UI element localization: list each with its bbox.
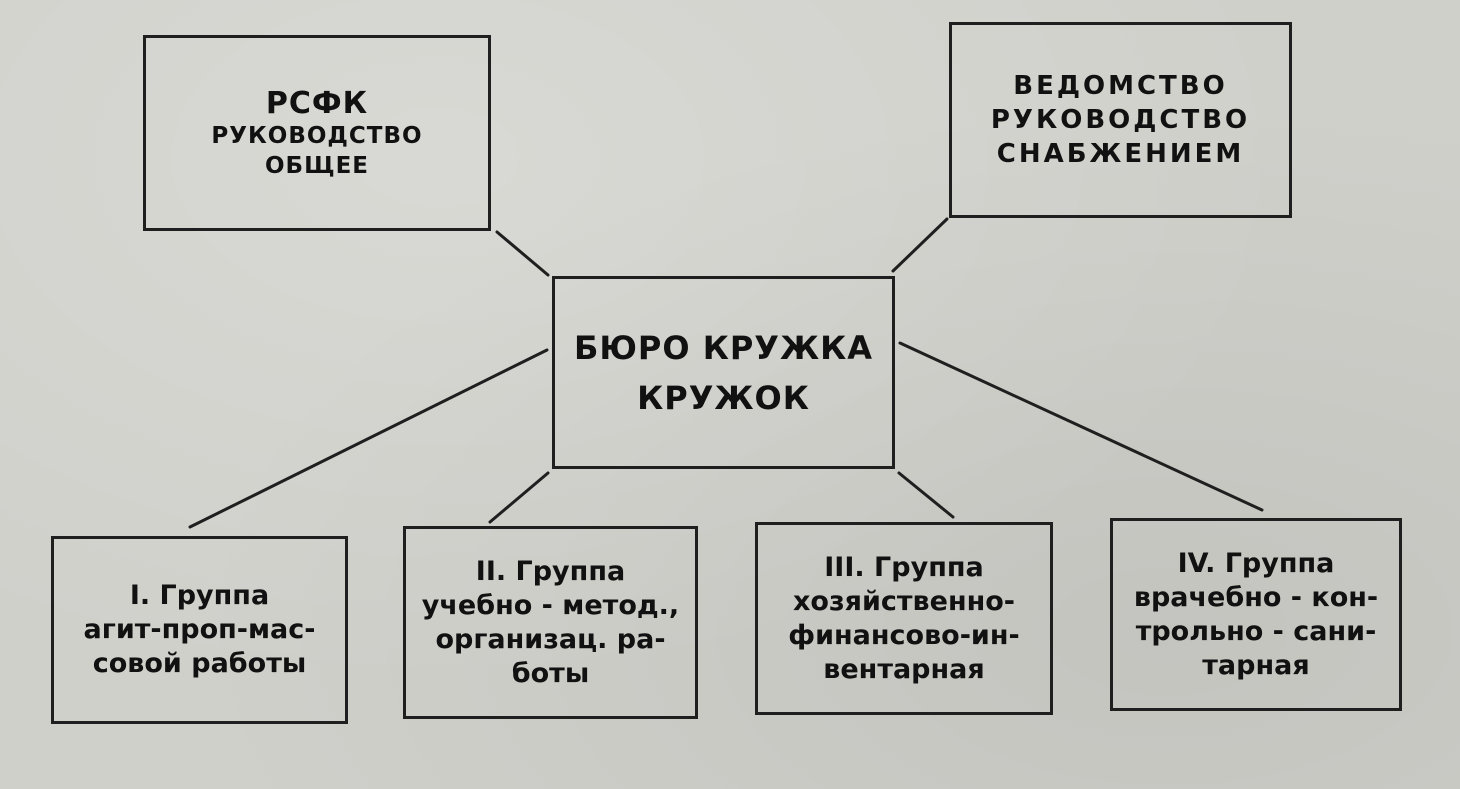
group-4-box: IV. Группа врачебно - кон- трольно - сан… [1110,518,1402,711]
connector-group-4 [898,341,1264,512]
connector-top-left [495,230,550,277]
bureau-subtitle: КРУЖОК [637,378,810,417]
connector-group-1 [188,348,549,529]
group-4-line-3: трольно - сани- [1135,615,1377,647]
group-2-line-3: организац. ра- [435,623,666,655]
rsfk-line-2: РУКОВОДСТВО [211,122,423,149]
vedomstvo-line-3: СНАБЖЕНИЕМ [996,139,1245,169]
rsfk-line-3: ОБЩЕЕ [265,152,369,179]
group-4-title: IV. Группа [1177,547,1335,579]
bureau-box: БЮРО КРУЖКА КРУЖОК [552,276,895,469]
group-1-line-3: совой работы [92,648,307,679]
group-3-line-2: хозяйственно- [792,585,1016,617]
group-4-line-4: тарная [1202,649,1310,681]
group-4-line-2: врачебно - кон- [1133,581,1379,613]
connector-group-3 [897,471,955,519]
group-2-line-4: боты [511,657,590,689]
group-3-line-3: финансово-ин- [788,619,1020,651]
group-1-box: I. Группа агит-проп-мас- совой работы [51,536,348,724]
bureau-title: БЮРО КРУЖКА [573,328,874,367]
group-3-box: III. Группа хозяйственно- финансово-ин- … [755,522,1053,715]
group-3-line-4: вентарная [823,653,985,685]
vedomstvo-title: ВЕДОМСТВО [1013,71,1228,101]
group-2-line-2: учебно - метод., [421,589,680,621]
group-3-title: III. Группа [824,551,984,583]
group-2-box: II. Группа учебно - метод., организац. р… [403,526,698,719]
vedomstvo-box: ВЕДОМСТВО РУКОВОДСТВО СНАБЖЕНИЕМ [949,22,1292,218]
connector-top-right [891,217,949,273]
rsfk-box: РСФК РУКОВОДСТВО ОБЩЕЕ [143,35,491,231]
group-1-line-2: агит-проп-мас- [83,614,316,645]
group-1-title: I. Группа [129,580,270,611]
connector-group-2 [488,471,550,524]
vedomstvo-line-2: РУКОВОДСТВО [990,105,1251,135]
rsfk-title: РСФК [265,85,369,121]
group-2-title: II. Группа [475,555,626,587]
